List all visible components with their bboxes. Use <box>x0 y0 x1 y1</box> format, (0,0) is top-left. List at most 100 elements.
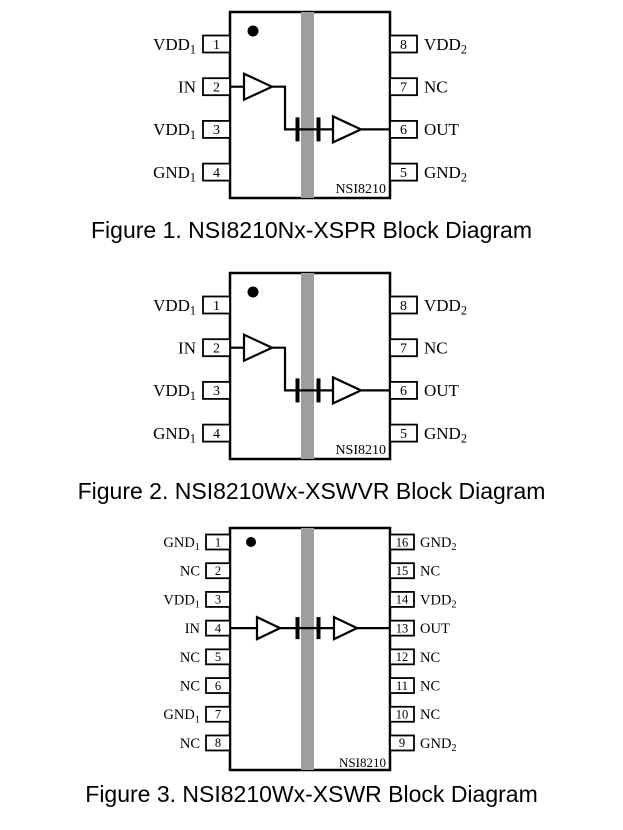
pin-label: NC <box>420 707 440 723</box>
output-buffer-icon <box>332 614 360 641</box>
pin-box <box>205 533 231 550</box>
pin-label: IN <box>178 77 196 96</box>
pin-label: GND1 <box>163 707 200 725</box>
input-buffer-icon <box>255 614 283 641</box>
pin-number: 11 <box>396 678 408 692</box>
pin-number: 4 <box>213 427 220 442</box>
pin-box <box>389 676 415 694</box>
pin-number: 16 <box>396 535 409 549</box>
pin-label: NC <box>180 735 200 751</box>
pin-number: 12 <box>396 650 409 664</box>
pin-label: NC <box>420 563 440 579</box>
pin-box <box>202 120 231 139</box>
chip-label: NSI8210 <box>339 755 386 770</box>
pin-label: VDD2 <box>424 35 467 57</box>
pin-label: OUT <box>424 120 460 139</box>
pin-box <box>205 647 231 665</box>
pin-number: 10 <box>396 707 409 721</box>
output-buffer-icon <box>331 114 364 145</box>
pin-number: 7 <box>215 707 221 721</box>
pin-box <box>389 295 418 315</box>
pin-number: 8 <box>215 736 221 750</box>
pin-number: 7 <box>400 341 407 356</box>
signal-wire <box>272 346 333 392</box>
pin-number: 5 <box>400 427 407 442</box>
pin-box <box>389 734 415 751</box>
pin-label: VDD2 <box>420 592 457 610</box>
pin-number: 3 <box>213 384 220 399</box>
pin-number: 1 <box>213 299 220 314</box>
pin-box <box>389 561 415 579</box>
pin-number: 5 <box>215 650 221 664</box>
pin-label: GND2 <box>424 424 467 446</box>
pin-box <box>202 162 231 182</box>
pin-number: 2 <box>213 80 220 95</box>
pin-box <box>389 77 418 97</box>
pin1-marker-dot <box>247 286 259 298</box>
pin-box <box>205 734 231 751</box>
pin-number: 5 <box>400 166 407 181</box>
pin-label: VDD1 <box>153 35 196 57</box>
pin-label: GND1 <box>153 424 196 446</box>
pin-box <box>205 561 231 579</box>
pin-label: NC <box>420 678 440 694</box>
pin-box <box>202 423 231 443</box>
input-buffer-icon <box>242 71 275 102</box>
isolation-barrier <box>301 12 314 198</box>
pin-number: 4 <box>213 166 220 181</box>
pin-label: VDD1 <box>153 381 196 403</box>
figure-3-caption: Figure 3. NSI8210Wx-XSWR Block Diagram <box>85 780 538 807</box>
pin-label: VDD1 <box>163 592 200 610</box>
pin-number: 15 <box>396 563 409 577</box>
pin-number: 8 <box>400 299 407 314</box>
pin-number: 6 <box>215 678 221 692</box>
pin-number: 9 <box>399 736 405 750</box>
pin-label: NC <box>420 649 440 665</box>
pin-label: NC <box>180 678 200 694</box>
pin-label: NC <box>180 563 200 579</box>
pin-label: OUT <box>420 621 450 637</box>
pin-number: 14 <box>396 592 409 606</box>
pin-number: 1 <box>215 535 221 549</box>
chip-label: NSI8210 <box>335 443 386 458</box>
output-buffer-icon <box>331 375 364 405</box>
pin-box <box>389 533 415 550</box>
pin-number: 1 <box>213 38 220 53</box>
isolation-barrier <box>301 272 314 459</box>
pin-box <box>389 647 415 665</box>
pin-label: VDD1 <box>153 120 196 142</box>
pin-label: NC <box>180 649 200 665</box>
pin-box <box>205 676 231 694</box>
pin-label: VDD2 <box>424 296 467 318</box>
pin-label: GND2 <box>424 163 467 185</box>
pin-number: 3 <box>213 123 220 138</box>
figure-2-caption: Figure 2. NSI8210Wx-XSWVR Block Diagram <box>77 477 546 504</box>
pin-label: IN <box>185 621 201 637</box>
pin1-marker-dot <box>247 25 259 37</box>
input-buffer-icon <box>242 332 275 363</box>
pin-number: 8 <box>400 38 407 53</box>
pin-number: 13 <box>396 621 409 635</box>
pin-label: GND1 <box>153 163 196 185</box>
pin-label: NC <box>424 338 448 357</box>
pin-box <box>205 590 231 608</box>
pin-box <box>389 34 418 54</box>
pin-number: 4 <box>215 621 222 635</box>
chip-label: NSI8210 <box>335 182 386 197</box>
pin-box <box>202 380 231 400</box>
pin-label: VDD1 <box>153 296 196 318</box>
figure-1-caption: Figure 1. NSI8210Nx-XSPR Block Diagram <box>91 217 532 243</box>
pin-label: IN <box>178 338 196 357</box>
pin-box <box>205 705 231 723</box>
pin-number: 3 <box>215 592 221 606</box>
pin-number: 7 <box>400 80 407 95</box>
pin-label: OUT <box>424 381 460 400</box>
pin-box <box>389 590 415 608</box>
